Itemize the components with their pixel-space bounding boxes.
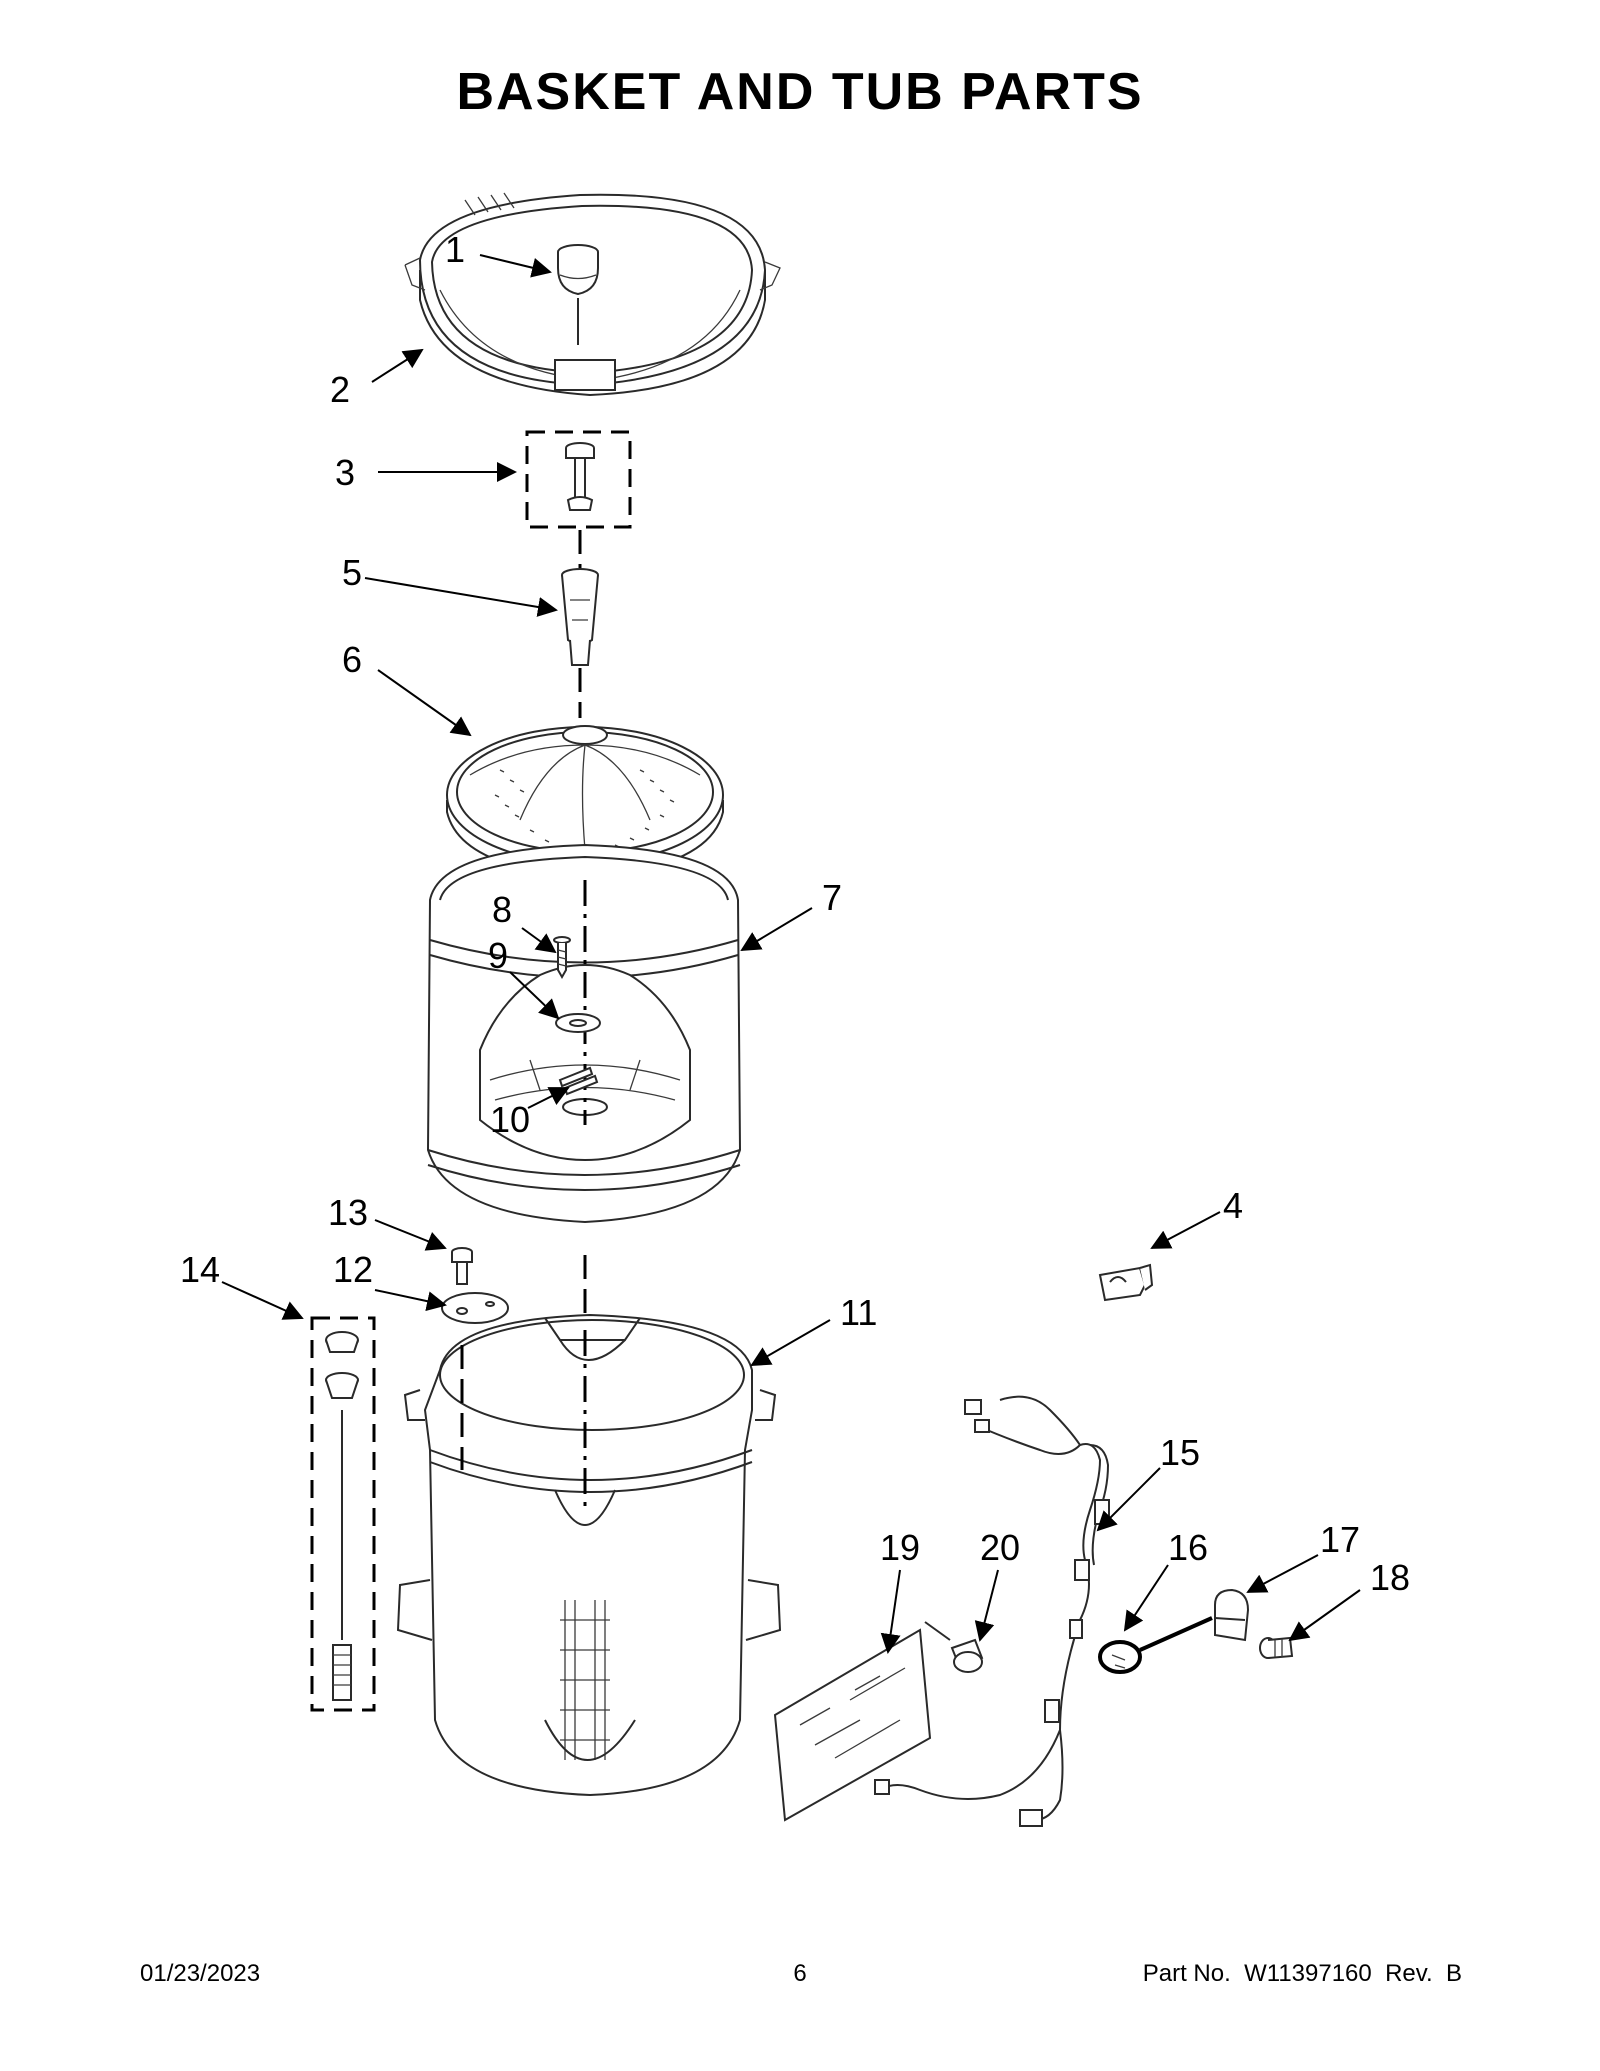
part-13-bolt bbox=[451, 1247, 473, 1285]
callout-13: 13 bbox=[328, 1192, 368, 1233]
part-14-group-box bbox=[310, 1316, 376, 1712]
callout-15: 15 bbox=[1160, 1432, 1200, 1473]
callout-14: 14 bbox=[180, 1249, 220, 1290]
callout-20: 20 bbox=[980, 1527, 1020, 1568]
callout-10: 10 bbox=[490, 1099, 530, 1140]
part-17-bracket bbox=[1214, 1588, 1250, 1642]
footer-date: 01/23/2023 bbox=[140, 1960, 261, 1987]
part-20-plug bbox=[950, 1638, 984, 1673]
callout-2: 2 bbox=[330, 369, 350, 410]
part-18-screw bbox=[1259, 1636, 1294, 1659]
page-title: BASKET AND TUB PARTS bbox=[456, 63, 1144, 121]
callout-1: 1 bbox=[445, 229, 465, 270]
footer-part-number: Part No. W11397160 Rev. B bbox=[1142, 1960, 1462, 1987]
callout-8: 8 bbox=[492, 889, 512, 930]
part-5-stem bbox=[561, 568, 599, 666]
part-19-panel bbox=[773, 1628, 932, 1822]
callout-6: 6 bbox=[342, 639, 362, 680]
part-3-group-box bbox=[525, 430, 632, 529]
callout-5: 5 bbox=[342, 552, 362, 593]
callout-9: 9 bbox=[488, 935, 508, 976]
part-9-hub bbox=[555, 1013, 601, 1033]
callout-11: 11 bbox=[840, 1292, 877, 1333]
part-16-connector-ring bbox=[1098, 1640, 1142, 1674]
part-12-seal bbox=[441, 1292, 509, 1324]
callout-4: 4 bbox=[1223, 1185, 1243, 1226]
part-11-outer-tub bbox=[396, 1313, 782, 1797]
callout-17: 17 bbox=[1320, 1519, 1360, 1560]
callout-16: 16 bbox=[1168, 1527, 1208, 1568]
part-14-suspension-rod bbox=[325, 1331, 359, 1701]
part-6-impeller bbox=[446, 725, 724, 879]
part-3-bolt bbox=[565, 442, 595, 511]
part-1-cap bbox=[557, 244, 599, 296]
callout-12: 12 bbox=[333, 1249, 373, 1290]
callout-7: 7 bbox=[822, 877, 842, 918]
callout-3: 3 bbox=[335, 452, 355, 493]
part-2-tub-ring bbox=[404, 192, 781, 397]
part-4-clip bbox=[1098, 1263, 1154, 1302]
callout-19: 19 bbox=[880, 1527, 920, 1568]
footer-page-number: 6 bbox=[793, 1960, 807, 1987]
part-15-wire-harness bbox=[874, 1395, 1110, 1827]
callout-18: 18 bbox=[1370, 1557, 1410, 1598]
